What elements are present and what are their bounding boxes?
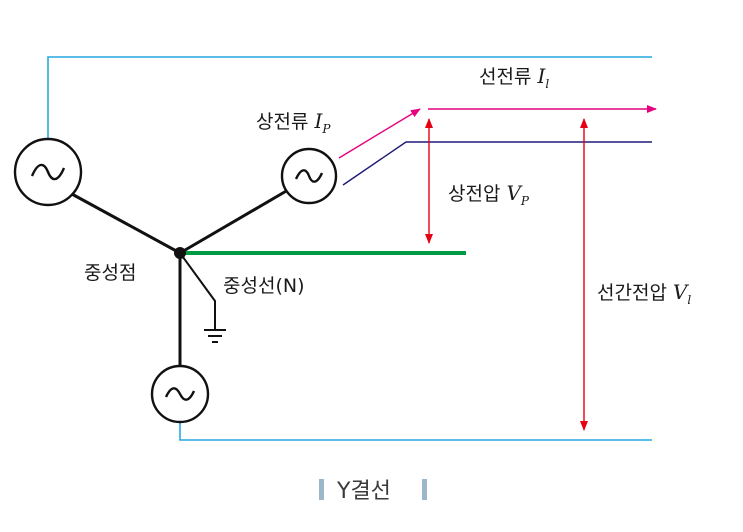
figure-caption: Y결선 xyxy=(319,479,427,504)
caption-text: Y결선 xyxy=(336,479,391,504)
ac-source-bottom xyxy=(150,364,210,424)
line-wire-top xyxy=(47,56,652,138)
junction-dot-icon xyxy=(174,247,186,259)
ground-lead xyxy=(179,252,216,330)
ac-source-icon xyxy=(164,387,196,401)
line-wire-bottom xyxy=(179,422,652,441)
neutral-wire-label: 중성선(N) xyxy=(223,275,304,297)
caption-bar-left xyxy=(319,479,324,500)
phase-line-wire xyxy=(342,141,652,186)
ac-source-right xyxy=(280,147,338,205)
caption-bar-right xyxy=(422,479,427,500)
ac-source-icon xyxy=(30,163,66,181)
ac-source-left xyxy=(13,137,83,207)
ground-icon xyxy=(204,329,226,343)
neutral-point-label: 중성점 xyxy=(84,262,136,284)
star-arm-left xyxy=(69,191,181,255)
star-arm-right xyxy=(179,188,289,255)
ac-source-icon xyxy=(294,169,324,183)
phase-current-wire xyxy=(338,108,421,159)
